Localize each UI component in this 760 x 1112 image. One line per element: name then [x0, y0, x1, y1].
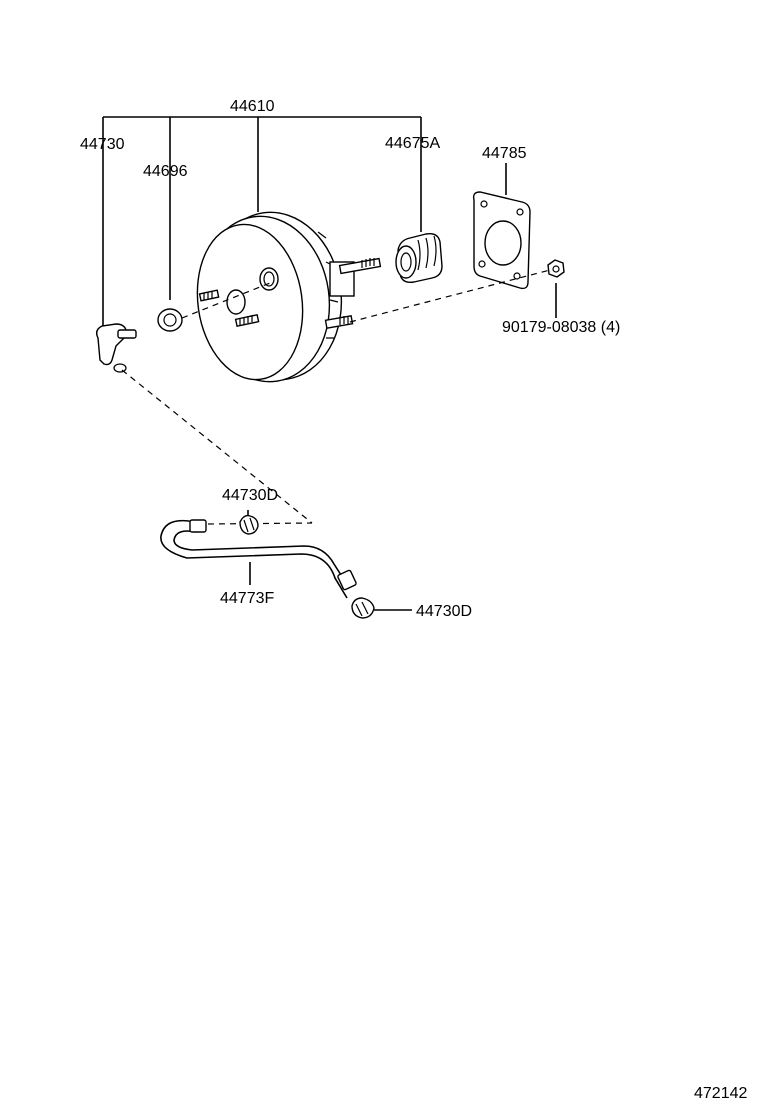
label-clip-upper: 44730D: [222, 487, 278, 504]
brake-booster-part: [196, 211, 382, 383]
label-booster-assembly: 44610: [230, 98, 275, 115]
label-check-valve: 44730: [80, 136, 125, 153]
rear-stud-lower: [324, 314, 354, 330]
assembly-dashed-lines: [121, 269, 551, 525]
check-valve-part: [95, 323, 137, 373]
nut-part: [547, 259, 565, 278]
figure-number: 472142: [694, 1085, 747, 1102]
front-stud-lower: [234, 313, 260, 328]
label-grommet: 44696: [143, 163, 188, 180]
label-hose: 44773F: [220, 590, 274, 607]
vacuum-hose-part: [160, 519, 357, 599]
hose-clip-upper-part: [239, 514, 259, 535]
label-gasket: 44785: [482, 145, 527, 162]
label-boot: 44675A: [385, 135, 440, 152]
boot-part: [395, 232, 443, 284]
grommet-part: [157, 308, 183, 332]
label-clip-lower: 44730D: [416, 603, 472, 620]
assembly-bracket: [102, 116, 557, 611]
rear-stud-upper: [338, 257, 382, 275]
gasket-part: [472, 191, 531, 290]
front-stud-upper: [198, 289, 220, 302]
hose-clip-lower-part: [351, 597, 375, 619]
label-nut: 90179-08038 (4): [502, 319, 620, 336]
